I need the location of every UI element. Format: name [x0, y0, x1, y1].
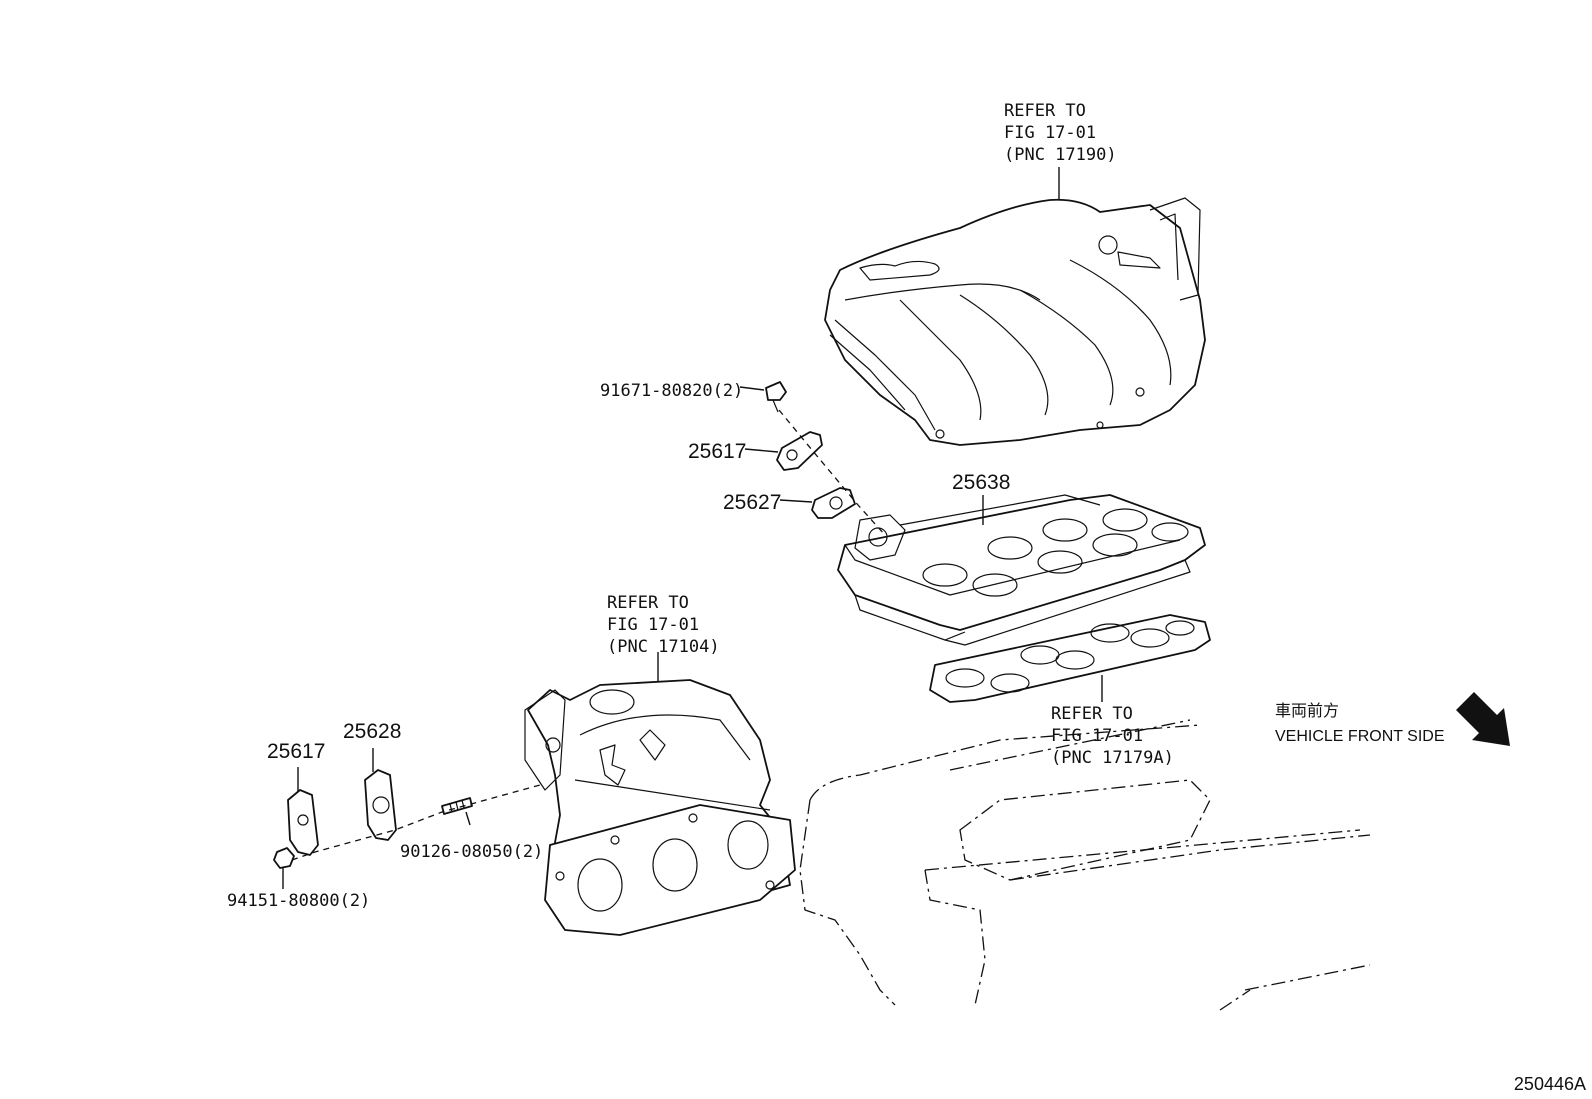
callout-25627[interactable]: 25627	[723, 491, 781, 514]
ref-intake-line3: (PNC 17190)	[1004, 145, 1117, 165]
exhaust-manifold	[524, 679, 796, 936]
direction-label-english: VEHICLE FRONT SIDE	[1275, 728, 1445, 745]
ref-gasket-line1: REFER TO	[1051, 704, 1133, 724]
arrow-down-right-icon	[1456, 692, 1510, 746]
callout-90126-08050[interactable]: 90126-08050(2)	[400, 842, 543, 862]
direction-label-japanese: 車両前方	[1275, 702, 1339, 720]
ref-exhaust-line3: (PNC 17104)	[607, 637, 720, 657]
illustration-id: 250446A	[1514, 1074, 1586, 1094]
callout-25617-lower[interactable]: 25617	[267, 740, 325, 763]
ref-exhaust-line2: FIG 17-01	[607, 615, 699, 635]
callout-91671-80820[interactable]: 91671-80820(2)	[600, 381, 743, 401]
ref-intake-line2: FIG 17-01	[1004, 123, 1096, 143]
ref-gasket-line2: FIG 17-01	[1051, 726, 1143, 746]
callout-25628[interactable]: 25628	[343, 720, 401, 743]
intake-gasket	[929, 614, 1211, 703]
callout-25638[interactable]: 25638	[952, 471, 1010, 494]
ref-intake-line1: REFER TO	[1004, 101, 1086, 121]
intake-plenum	[837, 494, 1206, 646]
callout-94151-80800[interactable]: 94151-80800(2)	[227, 891, 370, 911]
ref-gasket-line3: (PNC 17179A)	[1051, 748, 1174, 768]
intake-manifold	[824, 197, 1206, 446]
callout-25617-upper[interactable]: 25617	[688, 440, 746, 463]
ref-exhaust-line1: REFER TO	[607, 593, 689, 613]
lower-egr-parts	[273, 769, 473, 869]
engine-block-outline	[799, 719, 1371, 1011]
upper-egr-parts	[765, 381, 856, 519]
